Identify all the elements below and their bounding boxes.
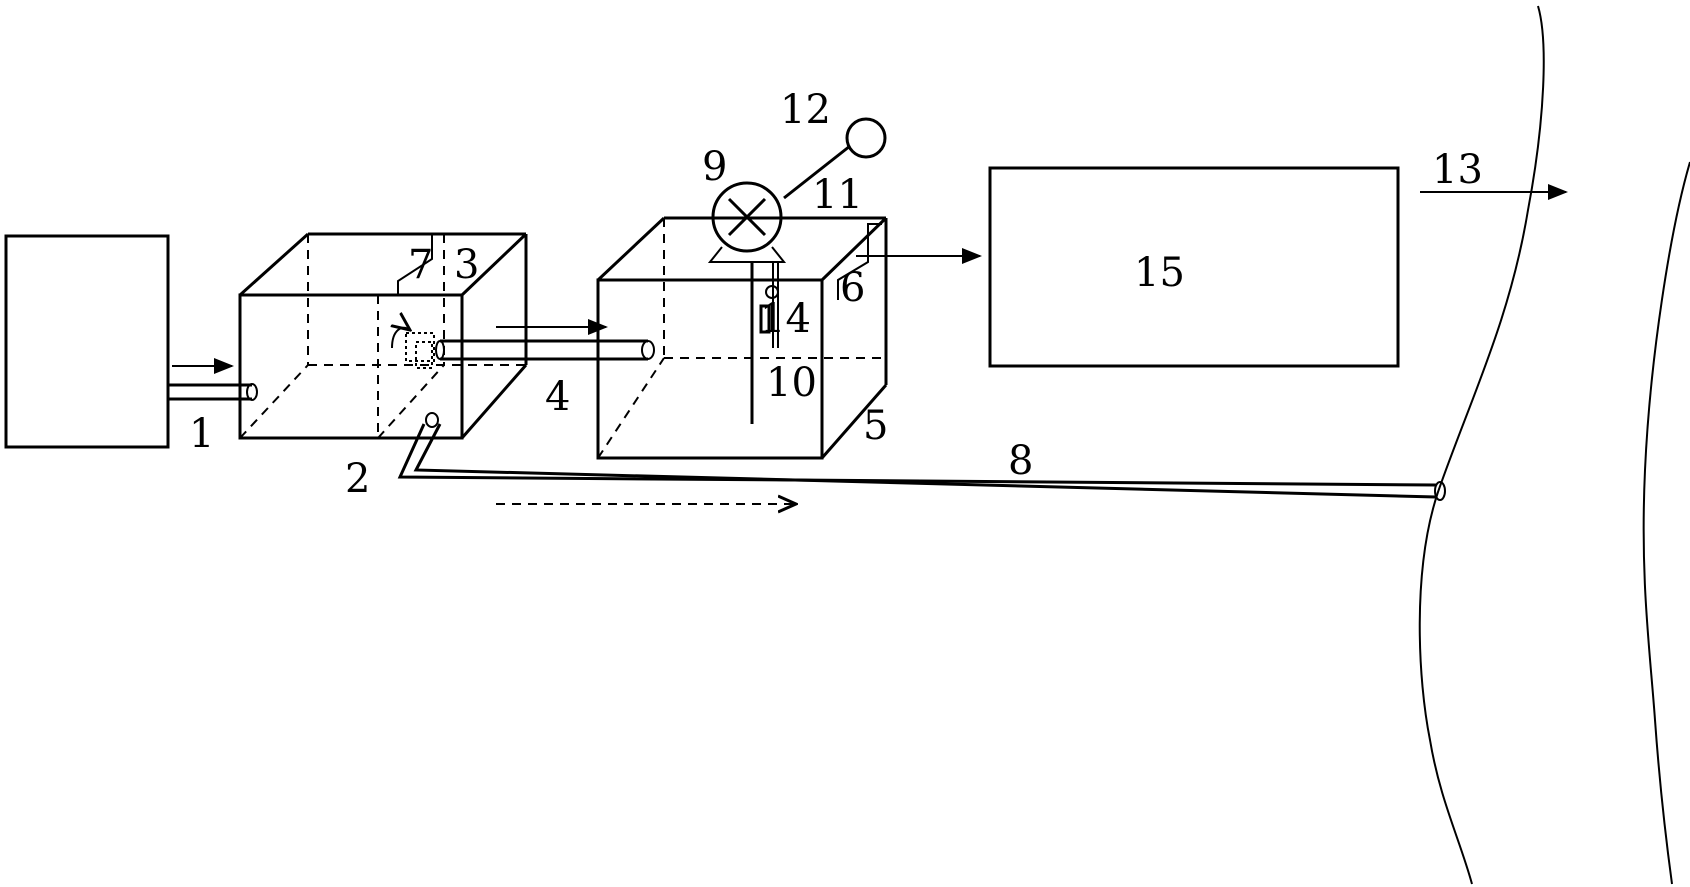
label-11: 11 — [812, 172, 863, 218]
label-9: 9 — [702, 144, 727, 190]
label-12: 12 — [780, 87, 831, 133]
riverbank-right — [1642, 161, 1690, 885]
level-marker-7 — [397, 233, 448, 294]
weir-6 — [837, 223, 882, 300]
transfer-pipe-4 — [435, 319, 655, 361]
label-8: 8 — [1008, 438, 1033, 484]
pump-9 — [707, 117, 887, 424]
arm-11 — [783, 144, 851, 200]
settling-tank-2 — [238, 232, 528, 440]
skimmer-box — [405, 332, 435, 362]
skimmer-arrow — [392, 328, 410, 349]
drain-pipe-8 — [397, 412, 1446, 504]
label-10: 10 — [766, 360, 817, 406]
label-2: 2 — [345, 456, 370, 502]
label-13: 13 — [1432, 147, 1483, 193]
pump-icon — [711, 181, 783, 253]
riverbank-left — [1418, 5, 1545, 885]
inlet-pipe-1 — [168, 358, 258, 401]
float-switch-14 — [765, 285, 779, 299]
process-box-15 — [988, 166, 1400, 368]
label-4: 4 — [545, 374, 570, 420]
label-7: 7 — [408, 242, 433, 288]
label-15: 15 — [1134, 250, 1185, 296]
label-3: 3 — [454, 242, 479, 288]
source-box — [4, 234, 170, 449]
label-6: 6 — [840, 265, 865, 311]
controller-12 — [845, 117, 887, 159]
label-5: 5 — [863, 403, 888, 449]
label-1: 1 — [189, 411, 214, 457]
treatment-tank-5 — [596, 216, 888, 460]
label-14: 14 — [760, 296, 811, 342]
